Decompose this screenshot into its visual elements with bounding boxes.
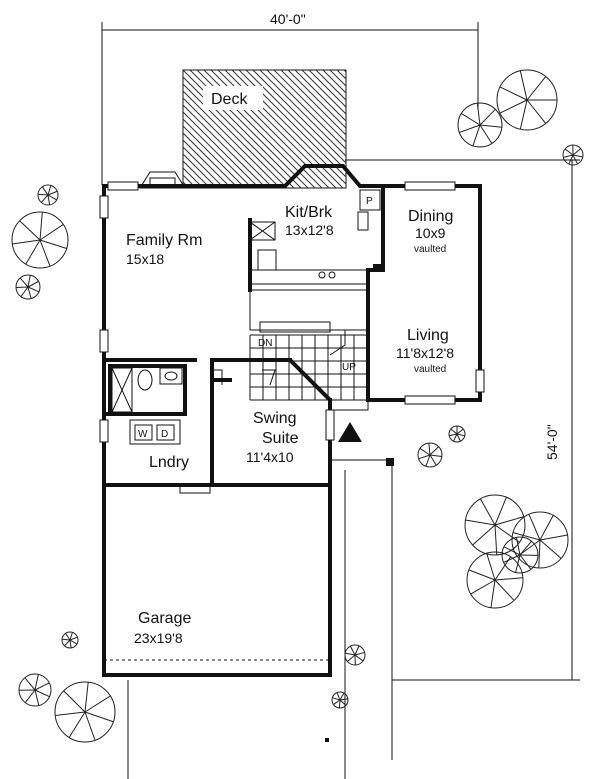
pantry (359, 189, 381, 211)
pantry-label: P (366, 196, 373, 207)
windows (99, 181, 485, 443)
tree-icon (496, 69, 558, 131)
kitchen-cabinets: P (249, 189, 381, 291)
deck-label: Deck (211, 91, 248, 108)
dryer (156, 424, 175, 441)
tree-icon (61, 631, 79, 649)
depth-dimension: 54'-0" (544, 159, 580, 681)
dryer-label: D (161, 429, 168, 440)
swing-name-line2: Suite (262, 430, 299, 447)
tree-icon (54, 681, 116, 743)
doors (212, 369, 276, 386)
tree-icon (448, 425, 466, 443)
tree-icon (511, 511, 569, 569)
stair-down-label: DN (258, 338, 272, 349)
tree-icon (344, 644, 366, 666)
living-name: Living (407, 327, 449, 344)
laundry-appliances: W D (129, 419, 181, 445)
depth-dimension-label: 54'-0" (544, 424, 560, 460)
deck: Deck (182, 69, 347, 189)
living-size: 11'8x12'8 (396, 345, 454, 361)
kitchen-name: Kit/Brk (285, 204, 333, 221)
tree-icon (15, 274, 41, 300)
landscape-trees (11, 69, 584, 743)
washer-label: W (138, 429, 148, 440)
kitchen-size: 13x12'8 (285, 222, 334, 238)
entry-arrow (338, 422, 362, 442)
garage-size: 23x19'8 (134, 630, 183, 646)
washer (134, 424, 153, 441)
stairs: DN UP (249, 289, 369, 373)
tree-icon (18, 673, 52, 707)
tree-icon (501, 536, 539, 574)
stair-up-label: UP (342, 362, 356, 373)
tree-icon (562, 144, 584, 166)
tree-icon (11, 211, 69, 269)
tree-icon (331, 691, 349, 709)
tree-icon (417, 442, 443, 468)
swing-size: 11'4x10 (246, 449, 294, 465)
dining-size: 10x9 (415, 225, 446, 241)
dining-note: vaulted (414, 244, 446, 255)
tree-icon (37, 184, 59, 206)
laundry-name: Lndry (149, 454, 189, 471)
garage-name: Garage (138, 610, 191, 627)
swing-name: Swing (253, 410, 297, 427)
fireplace (139, 171, 186, 189)
tree-icon (457, 102, 503, 148)
bath-fixtures (111, 367, 183, 413)
room-labels: Kit/Brk 13x12'8 Dining 10x9 vaulted Fami… (126, 204, 454, 646)
width-dimension-label: 40'-0" (270, 11, 306, 27)
family-size: 15x18 (126, 251, 164, 267)
tree-icon (464, 494, 526, 556)
living-note: vaulted (414, 364, 446, 375)
family-name: Family Rm (126, 232, 202, 249)
width-dimension: 40'-0" (101, 11, 479, 185)
dining-name: Dining (408, 208, 453, 225)
tile-floor (249, 334, 368, 401)
tree-icon (466, 551, 524, 609)
